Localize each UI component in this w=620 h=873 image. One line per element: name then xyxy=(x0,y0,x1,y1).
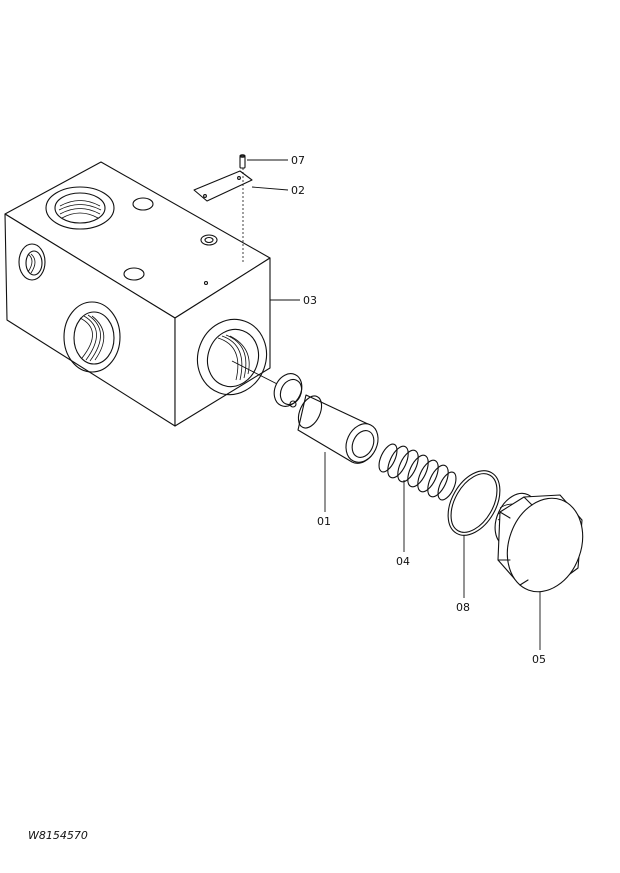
drawing-code: W8154570 xyxy=(28,829,88,842)
part-label-02: 02 xyxy=(291,184,305,197)
poppet xyxy=(273,373,379,464)
plug xyxy=(494,492,584,593)
part-label-04: 04 xyxy=(396,555,410,568)
leader-02 xyxy=(251,186,289,191)
pin xyxy=(239,154,246,169)
part-label-07: 07 xyxy=(291,154,305,167)
leader-03 xyxy=(269,283,300,301)
part-label-08: 08 xyxy=(456,601,470,614)
valve-body xyxy=(4,161,271,427)
part-label-01: 01 xyxy=(317,515,331,528)
part-label-03: 03 xyxy=(303,294,317,307)
o-ring xyxy=(447,470,501,536)
spring xyxy=(378,443,457,501)
part-label-05: 05 xyxy=(532,653,546,666)
nameplate xyxy=(193,170,253,202)
